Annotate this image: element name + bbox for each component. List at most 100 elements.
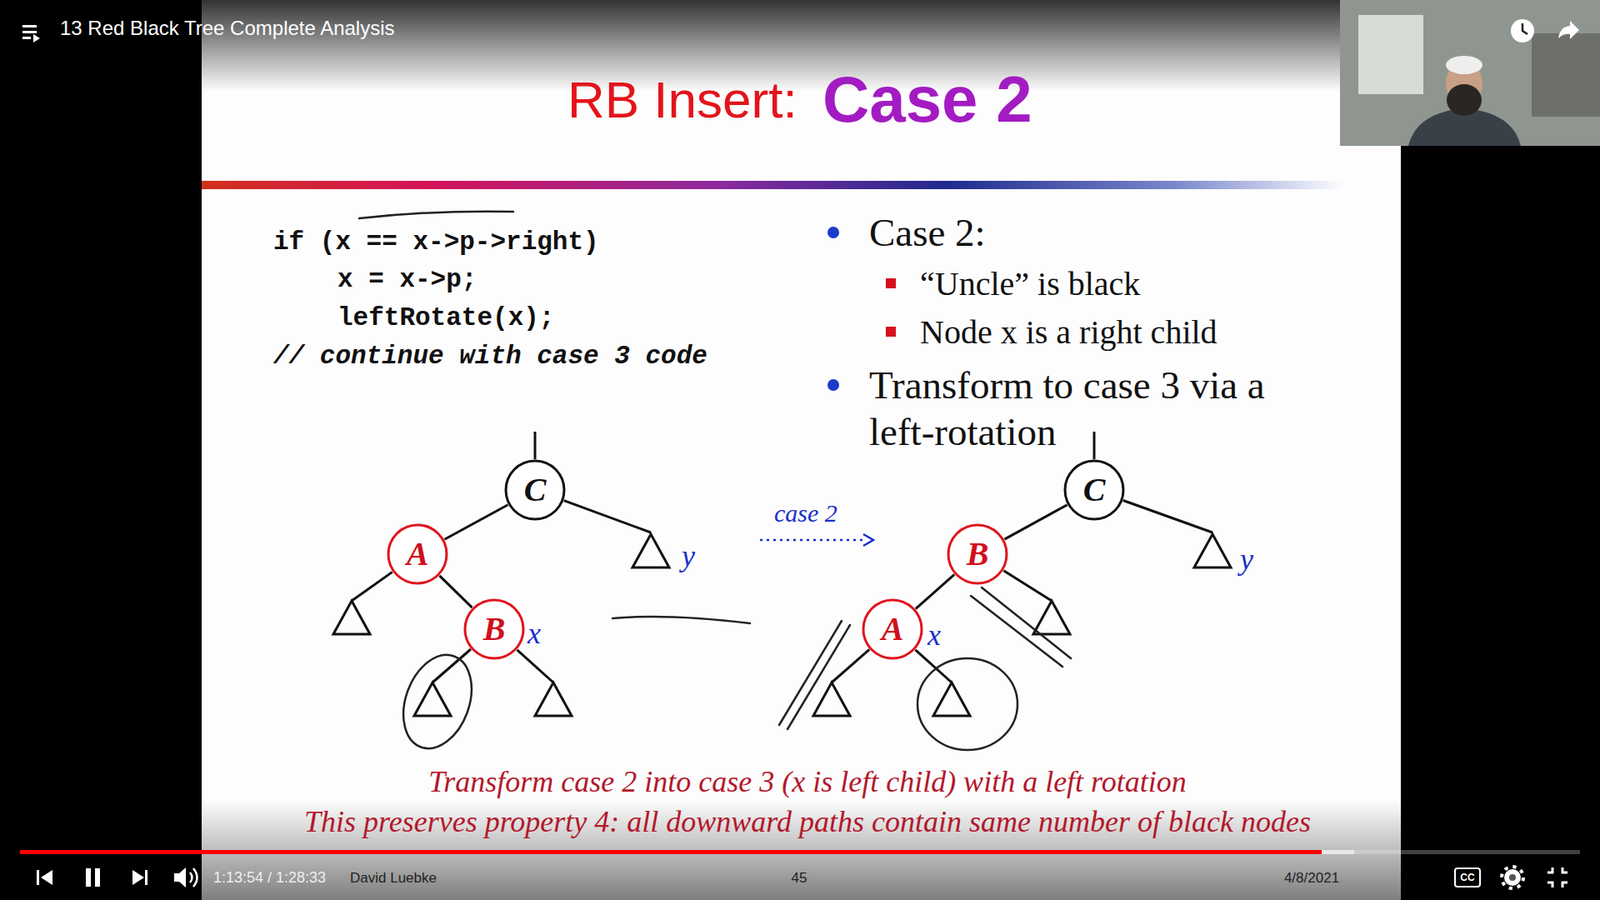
subtree-triangle <box>414 682 451 716</box>
slide-background <box>201 0 1401 900</box>
prev-icon <box>40 870 53 885</box>
bullet-dot <box>827 226 840 239</box>
video-title: 13 Red Black Tree Complete Analysis <box>60 16 395 40</box>
tree-stub <box>534 431 537 460</box>
node-letter: C <box>1083 471 1106 509</box>
bullet-text: Transform to case 3 via a left-rotation <box>869 361 1320 455</box>
tree-node-circle: C <box>504 459 566 521</box>
node-variable: x <box>527 615 541 651</box>
tree-node-circle: C <box>1063 459 1125 521</box>
subtree-link <box>564 500 651 533</box>
webcam-cap <box>1445 55 1483 75</box>
pen-hatch <box>779 620 850 730</box>
circle-shape <box>505 460 565 520</box>
subtree-triangle <box>1033 600 1070 635</box>
tree-edge <box>444 505 508 540</box>
queue-icon <box>22 30 37 34</box>
queue-icon <box>33 34 40 43</box>
node-letter: A <box>406 535 430 573</box>
webcam-window <box>1358 15 1424 95</box>
subtree-triangle <box>535 682 572 716</box>
pen-hatch <box>970 587 1071 667</box>
tree-node-circle: A <box>861 598 924 660</box>
circle-shape <box>1065 460 1124 520</box>
gradient-rule <box>201 180 1347 190</box>
progress-track <box>20 850 1580 855</box>
next-icon <box>145 870 148 885</box>
slide-title-case: Case 2 <box>822 61 1033 138</box>
tree-edge <box>1004 505 1067 540</box>
pause-icon <box>95 868 100 887</box>
webcam-frame <box>1340 0 1600 146</box>
slide-title: RB Insert: <box>567 70 798 130</box>
prev-icon <box>36 870 40 885</box>
subtree-triangle <box>813 682 850 716</box>
clock-icon <box>1510 19 1535 43</box>
pen-circle <box>390 645 484 759</box>
share-icon <box>1558 20 1580 40</box>
sub-bullet-text: Node x is a right child <box>920 312 1218 352</box>
node-letter: B <box>483 610 506 648</box>
code-comment: // continue with case 3 code <box>273 341 708 371</box>
video-time: 1:13:54 / 1:28:33 <box>213 869 326 887</box>
subtree-triangle <box>333 600 370 635</box>
node-variable: x <box>927 617 941 653</box>
webcam-shelf <box>1531 33 1600 117</box>
tree-node-circle: A <box>386 523 449 585</box>
tree-edge <box>915 574 955 609</box>
bullet-text: Case 2: <box>869 210 986 255</box>
volume-icon <box>174 867 186 888</box>
slide-caption: Transform case 2 into case 3 (x is left … <box>428 764 1187 800</box>
subtree-triangle <box>933 682 970 716</box>
circle-shape <box>465 600 524 659</box>
settings-hole <box>1509 874 1516 881</box>
subtree-link <box>915 650 953 683</box>
queue-icon <box>22 25 37 28</box>
node-variable: y <box>681 538 695 574</box>
webcam-image <box>1340 0 1600 146</box>
subtree-link <box>831 649 870 683</box>
pen-stroke <box>359 211 514 219</box>
clock-hands <box>1522 23 1528 35</box>
node-letter: B <box>966 535 990 573</box>
queue-icon <box>22 36 31 40</box>
subtree-link <box>1003 570 1052 601</box>
settings-teeth <box>1501 866 1524 889</box>
webcam-beard <box>1446 84 1482 116</box>
caption-line: This preserves property 4: all downward … <box>304 804 1311 840</box>
pause-icon <box>85 868 91 887</box>
pen-circle <box>917 658 1018 750</box>
code-line: leftRotate(x); <box>337 303 555 333</box>
bullet-square <box>885 278 896 289</box>
progress-played <box>20 850 1322 855</box>
pen-arrow <box>612 616 750 624</box>
settings-icon <box>1504 869 1521 886</box>
node-letter: C <box>524 471 547 509</box>
subtree-link <box>1123 500 1213 534</box>
node-letter: A <box>881 610 905 648</box>
player-icons <box>20 19 1580 889</box>
tree-node-circle: B <box>946 523 1009 585</box>
node-variable: y <box>1240 541 1254 577</box>
tree-illustration <box>333 431 1231 716</box>
cc-icon <box>1455 868 1480 887</box>
slide-number: 45 <box>791 870 808 887</box>
tree-edge <box>439 575 472 608</box>
arrow-head <box>863 534 874 546</box>
bullet-dot <box>827 379 840 391</box>
subtree-link <box>351 571 393 601</box>
bullet-square <box>885 326 896 337</box>
circle-shape <box>863 600 922 659</box>
circle-shape <box>948 525 1007 584</box>
tree-node-circle: B <box>463 598 525 660</box>
transition-label: case 2 <box>774 499 838 528</box>
slide-author: David Luebke <box>350 870 437 887</box>
bottom-shade <box>0 800 1600 900</box>
code-line: if (x == x->p->right) <box>273 227 600 257</box>
volume-waves <box>190 868 198 887</box>
progress-buffer <box>20 850 1355 855</box>
slide-date: 4/8/2021 <box>1284 870 1340 887</box>
dotted-arrow <box>760 539 867 542</box>
